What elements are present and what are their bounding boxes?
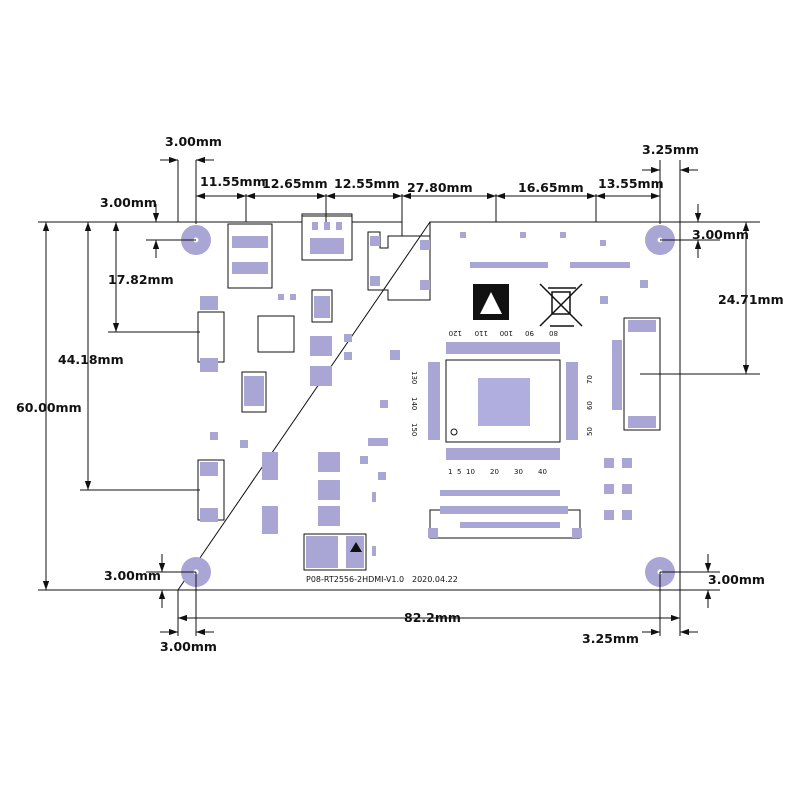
dim-segment-6: 13.55mm bbox=[598, 176, 664, 191]
dim-left-17-82: 17.82mm bbox=[108, 272, 174, 287]
dim-segment-4: 27.80mm bbox=[407, 180, 473, 195]
svg-text:90: 90 bbox=[525, 329, 534, 337]
svg-text:40: 40 bbox=[538, 468, 547, 476]
dim-bottom-right-offset: 3.25mm bbox=[582, 631, 639, 646]
dim-top-right-offset: 3.25mm bbox=[642, 142, 699, 157]
pcb-components: 120 110 100 90 80 130 140 150 70 60 50 1… bbox=[197, 215, 661, 571]
dim-segment-1: 11.55mm bbox=[200, 174, 266, 189]
dim-bottom-total: 82.2mm bbox=[404, 610, 461, 625]
svg-text:140: 140 bbox=[410, 397, 418, 410]
svg-text:1: 1 bbox=[448, 468, 452, 476]
dim-segment-2: 12.65mm bbox=[262, 176, 328, 191]
svg-text:150: 150 bbox=[410, 423, 418, 436]
svg-text:110: 110 bbox=[475, 329, 488, 337]
dim-left-44-18: 44.18mm bbox=[58, 352, 124, 367]
svg-text:80: 80 bbox=[549, 329, 558, 337]
dim-left-top-hole: 3.00mm bbox=[100, 195, 157, 210]
dim-segment-5: 16.65mm bbox=[518, 180, 584, 195]
svg-text:30: 30 bbox=[514, 468, 523, 476]
svg-text:20: 20 bbox=[490, 468, 499, 476]
dimension-labels: 3.00mm 3.25mm 11.55mm 12.65mm 12.55mm 27… bbox=[16, 134, 784, 654]
dim-right-top-hole: 3.00mm bbox=[692, 227, 749, 242]
svg-text:60: 60 bbox=[586, 401, 594, 410]
svg-text:70: 70 bbox=[586, 375, 594, 384]
svg-text:5: 5 bbox=[457, 468, 461, 476]
dim-left-bottom-hole: 3.00mm bbox=[104, 568, 161, 583]
svg-text:130: 130 bbox=[410, 371, 418, 384]
dim-top-left-offset: 3.00mm bbox=[165, 134, 222, 149]
silkscreen-board-label: P08-RT2556-2HDMI-V1.0 bbox=[306, 575, 404, 584]
dim-right-bottom-hole: 3.00mm bbox=[708, 572, 765, 587]
svg-text:120: 120 bbox=[449, 329, 462, 337]
dim-segment-3: 12.55mm bbox=[334, 176, 400, 191]
dim-right-24-71: 24.71mm bbox=[718, 292, 784, 307]
svg-text:50: 50 bbox=[586, 427, 594, 436]
silkscreen-date: 2020.04.22 bbox=[412, 575, 458, 584]
dimension-lines bbox=[38, 156, 760, 636]
dim-bottom-left-offset: 3.00mm bbox=[160, 639, 217, 654]
svg-text:100: 100 bbox=[500, 329, 513, 337]
svg-text:10: 10 bbox=[466, 468, 475, 476]
dim-left-60-00: 60.00mm bbox=[16, 400, 82, 415]
